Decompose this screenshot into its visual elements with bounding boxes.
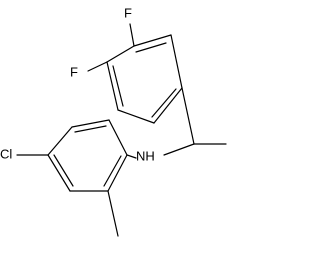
bond xyxy=(47,126,73,156)
bond-ch-nh xyxy=(163,143,195,156)
nh-label: NH xyxy=(136,148,155,163)
chloromethylphenyl-ring xyxy=(47,119,128,192)
difluorophenyl-ring xyxy=(106,34,183,124)
double-bond-inner xyxy=(135,42,167,53)
bond xyxy=(133,34,172,47)
double-bond-inner xyxy=(74,125,107,133)
bond xyxy=(106,61,119,111)
bond xyxy=(107,154,128,192)
chlorine-label: Cl xyxy=(0,146,12,161)
fluorine-label-top: F xyxy=(124,5,132,20)
bond xyxy=(117,109,155,124)
bond-c-f xyxy=(87,61,108,72)
double-bond-inner xyxy=(112,65,124,107)
double-bond-inner xyxy=(151,88,177,118)
fluorine-label-left: F xyxy=(70,64,78,79)
double-bond-inner xyxy=(53,154,74,187)
bond xyxy=(153,87,183,124)
bond xyxy=(108,119,128,156)
bond xyxy=(170,34,183,89)
molecule-structure-diagram: F F NH Cl xyxy=(0,5,227,237)
bond-ring-ch xyxy=(181,87,195,145)
bond-nh-ring xyxy=(126,154,137,159)
double-bond-inner xyxy=(103,155,122,187)
bond-ring-methyl xyxy=(107,190,119,237)
bond-c-f xyxy=(129,23,135,47)
bond xyxy=(47,154,71,192)
bond xyxy=(106,45,135,63)
bond xyxy=(71,119,110,128)
